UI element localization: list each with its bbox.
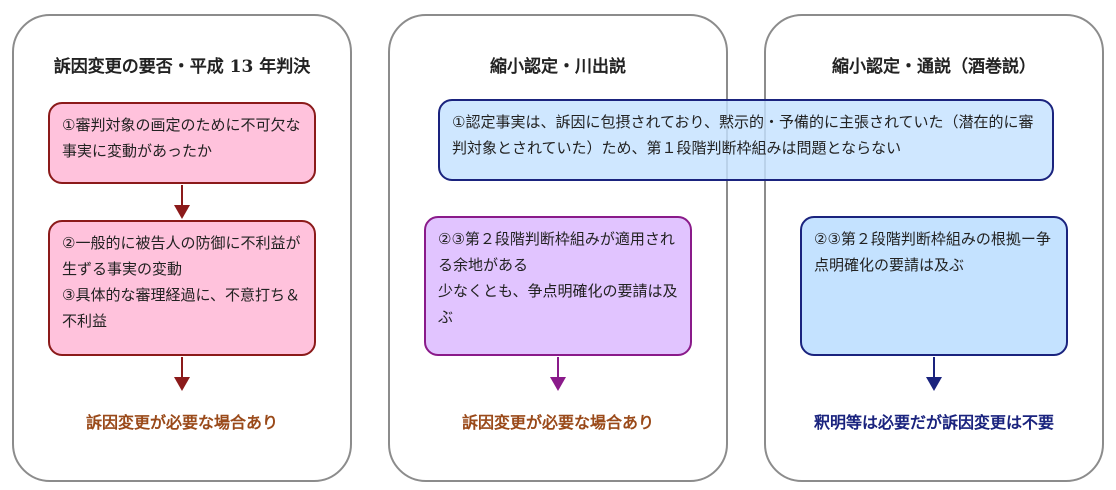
panel-tsusetsu-title: 縮小認定・通説（酒巻説） xyxy=(832,57,1036,77)
criterion-2-3-box: ②一般的に被告人の防御に不利益が生ずる事実の変動 ③具体的な審理経過に、不意打ち… xyxy=(48,220,316,356)
panel-kawaide-title: 縮小認定・川出説 xyxy=(490,57,626,77)
panel-kawaide-result: 訴因変更が必要な場合あり xyxy=(461,413,654,432)
criterion-2-text: ②一般的に被告人の防御に不利益が生ずる事実の変動 xyxy=(62,234,301,278)
shared-criterion-1-text: ①認定事実は、訴因に包摂されており、黙示的・予備的に主張されていた（潜在的に審判… xyxy=(452,113,1034,157)
kawaide-box: ②③第２段階判断枠組みが適用される余地がある 少なくとも、争点明確化の要請は及ぶ xyxy=(424,216,692,356)
arrow-down-icon xyxy=(174,357,190,391)
criterion-1-text: ①審判対象の画定のために不可欠な事実に変動があったか xyxy=(62,116,301,160)
kawaide-text-2: 少なくとも、争点明確化の要請は及ぶ xyxy=(438,282,678,326)
tsusetsu-box: ②③第２段階判断枠組みの根拠ー争点明確化の要請は及ぶ xyxy=(800,216,1068,356)
criterion-1-box: ①審判対象の画定のために不可欠な事実に変動があったか xyxy=(48,102,316,184)
panel-heisei13-result: 訴因変更が必要な場合あり xyxy=(85,413,278,432)
arrow-down-icon xyxy=(174,185,190,219)
panel-tsusetsu-result: 釈明等は必要だが訴因変更は不要 xyxy=(813,413,1054,432)
arrow-down-icon xyxy=(926,357,942,391)
tsusetsu-text: ②③第２段階判断枠組みの根拠ー争点明確化の要請は及ぶ xyxy=(814,230,1051,274)
kawaide-text-1: ②③第２段階判断枠組みが適用される余地がある xyxy=(438,230,675,274)
shared-criterion-1-box: ①認定事実は、訴因に包摂されており、黙示的・予備的に主張されていた（潜在的に審判… xyxy=(438,99,1054,181)
panel-heisei13-title: 訴因変更の要否・平成 13 年判決 xyxy=(53,57,311,77)
criterion-3-text: ③具体的な審理経過に、不意打ち＆不利益 xyxy=(62,286,300,330)
arrow-down-icon xyxy=(550,357,566,391)
